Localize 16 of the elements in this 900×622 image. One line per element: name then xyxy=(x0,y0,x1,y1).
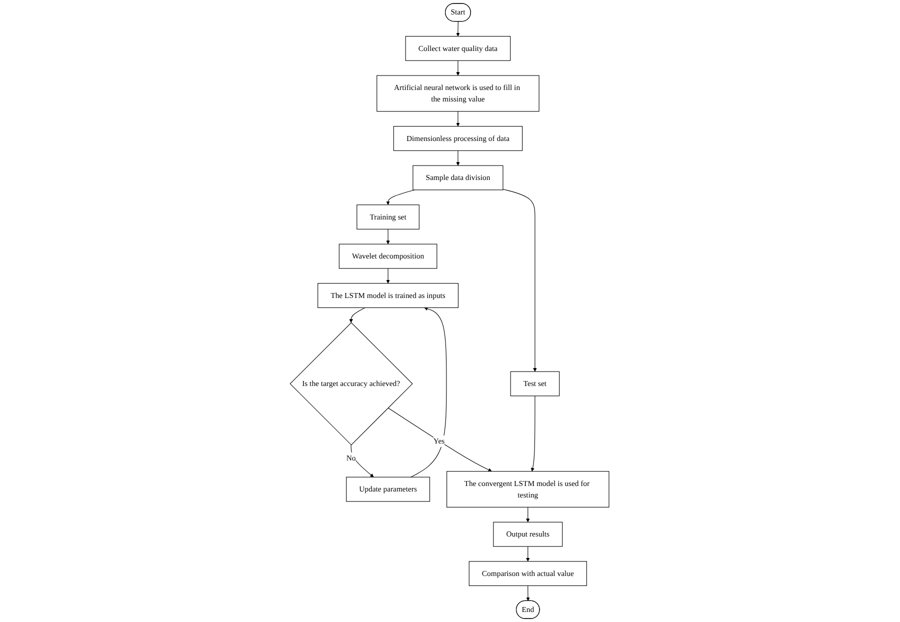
arrow xyxy=(411,306,448,478)
arrow xyxy=(456,111,460,126)
arrow xyxy=(388,408,492,472)
arrow xyxy=(456,60,460,76)
arrow xyxy=(386,190,416,205)
arrow xyxy=(386,228,390,244)
arrow xyxy=(503,188,538,372)
arrow xyxy=(351,444,374,478)
arrow xyxy=(386,268,390,284)
arrow xyxy=(456,150,460,166)
arrow xyxy=(526,546,530,562)
arrow xyxy=(526,506,530,522)
arrow xyxy=(456,21,460,36)
arrow xyxy=(526,585,530,602)
arrow xyxy=(350,307,366,323)
arrow xyxy=(531,396,536,472)
